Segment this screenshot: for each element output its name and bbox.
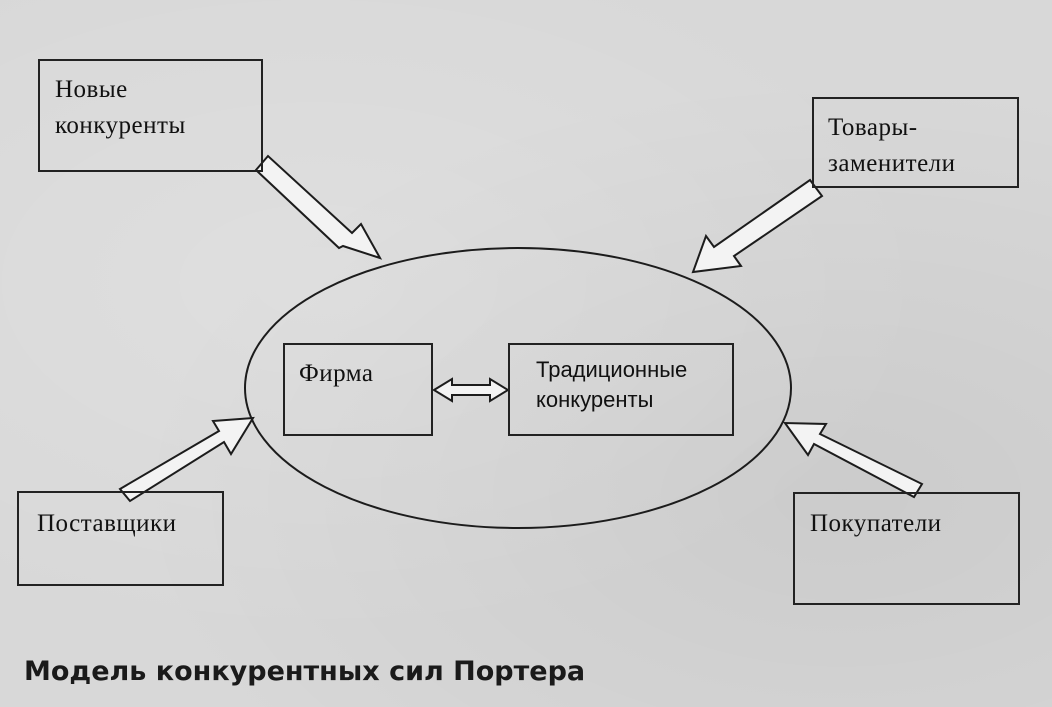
arrow-buyers — [783, 421, 924, 499]
arrow-new-competitors — [254, 154, 383, 260]
arrow-substitutes — [691, 178, 824, 274]
label-suppliers: Поставщики — [37, 510, 177, 537]
figure-caption: Модель конкурентных сил Портера — [24, 656, 586, 687]
label-firm: Фирма — [299, 360, 374, 387]
box-substitutes — [812, 97, 1019, 188]
industry-ellipse — [244, 247, 792, 529]
arrow-suppliers — [118, 416, 255, 503]
label-traditional-competitors: Традиционные конкуренты — [536, 357, 688, 412]
box-suppliers — [17, 491, 224, 586]
label-new-competitors: Новые конкуренты — [55, 76, 186, 139]
double-arrow-firm-competitors — [432, 377, 510, 403]
box-traditional-competitors — [508, 343, 734, 436]
box-firm — [283, 343, 433, 436]
label-substitutes: Товары- заменители — [828, 114, 956, 177]
box-new-competitors — [38, 59, 263, 172]
box-buyers — [793, 492, 1020, 605]
label-buyers: Покупатели — [810, 510, 942, 537]
